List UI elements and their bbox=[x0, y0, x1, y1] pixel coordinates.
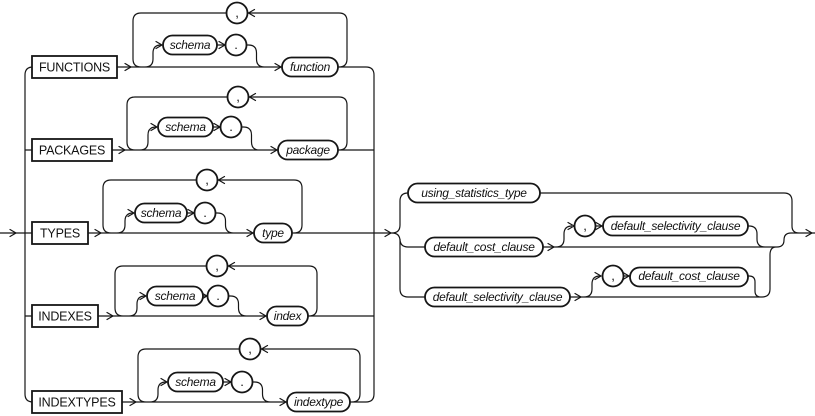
dot-separator-nodes: . . . . . bbox=[193, 33, 254, 394]
schema-label-1: schema bbox=[170, 38, 211, 52]
dot-node-4 bbox=[206, 284, 230, 308]
keyword-branch-indexes: INDEXES bbox=[31, 304, 99, 328]
keyword-box-indexes bbox=[31, 304, 99, 328]
comma-label-5: , bbox=[248, 341, 252, 356]
keyword-box-types bbox=[31, 221, 89, 245]
schema-node-4 bbox=[146, 285, 204, 307]
dot-label-1: . bbox=[234, 37, 238, 52]
comma-node-selectivity-row bbox=[601, 264, 625, 288]
object-label-function: function bbox=[290, 60, 331, 74]
object-node-type bbox=[253, 222, 293, 244]
keyword-label-packages: PACKAGES bbox=[39, 144, 105, 158]
keyword-branch-functions: FUNCTIONS bbox=[31, 55, 118, 79]
object-label-index: index bbox=[274, 309, 303, 323]
schema-label-4: schema bbox=[155, 289, 196, 303]
dot-node-5 bbox=[230, 370, 254, 394]
dot-node-2 bbox=[219, 115, 243, 139]
comma-separator-nodes: , , , , , , , bbox=[195, 1, 625, 361]
dot-label-4: . bbox=[216, 288, 220, 303]
schema-node-3 bbox=[134, 202, 188, 224]
connector-lines bbox=[0, 8, 815, 407]
object-node-index bbox=[266, 305, 309, 327]
comma-label-4: , bbox=[215, 258, 219, 273]
object-node-function bbox=[281, 56, 339, 78]
keyword-box-indextypes bbox=[31, 390, 123, 414]
keyword-label-indextypes: INDEXTYPES bbox=[38, 396, 115, 410]
object-node-indextype bbox=[286, 391, 351, 413]
comma-label-selectivity-row: , bbox=[611, 268, 615, 283]
schema-node-5 bbox=[167, 371, 224, 393]
comma-node-4 bbox=[205, 254, 229, 278]
keyword-label-functions: FUNCTIONS bbox=[39, 61, 110, 75]
keyword-label-indexes: INDEXES bbox=[38, 310, 91, 324]
clause-node-default-cost-main bbox=[424, 236, 544, 258]
comma-node-2 bbox=[226, 85, 250, 109]
schema-label-5: schema bbox=[175, 375, 216, 389]
schema-node-2 bbox=[157, 116, 214, 138]
clause-label-using-statistics-type: using_statistics_type bbox=[421, 186, 527, 200]
statistics-clause-nodes: using_statistics_type default_cost_claus… bbox=[407, 182, 749, 308]
object-node-package bbox=[277, 139, 339, 161]
comma-label-2: , bbox=[236, 89, 240, 104]
keyword-branch-types: TYPES bbox=[31, 221, 89, 245]
dot-node-1 bbox=[224, 33, 248, 57]
flow-arrowheads bbox=[9, 8, 814, 407]
comma-node-1 bbox=[225, 1, 249, 25]
object-label-package: package bbox=[285, 143, 330, 157]
clause-node-default-selectivity-optional bbox=[602, 215, 749, 237]
comma-label-3: , bbox=[205, 172, 209, 187]
comma-node-5 bbox=[238, 337, 262, 361]
keyword-box-functions bbox=[31, 55, 118, 79]
keyword-label-types: TYPES bbox=[40, 227, 80, 241]
clause-label-default-selectivity-optional: default_selectivity_clause bbox=[611, 219, 741, 233]
comma-node-3 bbox=[195, 168, 219, 192]
schema-label-2: schema bbox=[165, 120, 206, 134]
rail-and-branch-lines bbox=[0, 12, 815, 403]
comma-node-cost-row bbox=[573, 214, 597, 238]
schema-label-3: schema bbox=[141, 206, 182, 220]
dot-label-2: . bbox=[229, 119, 233, 134]
object-nodes: function package type index indextype bbox=[253, 56, 351, 413]
schema-node-1 bbox=[162, 34, 218, 56]
keyword-box-packages bbox=[31, 138, 113, 162]
clause-label-default-cost-optional: default_cost_clause bbox=[638, 269, 740, 283]
object-label-type: type bbox=[262, 226, 284, 240]
clause-label-default-selectivity-main: default_selectivity_clause bbox=[433, 290, 563, 304]
dot-label-5: . bbox=[240, 374, 244, 389]
keyword-branch-indextypes: INDEXTYPES bbox=[31, 390, 123, 414]
comma-label-1: , bbox=[235, 5, 239, 20]
clause-label-default-cost-main: default_cost_clause bbox=[433, 240, 535, 254]
clause-node-using-statistics-type bbox=[407, 182, 541, 204]
object-label-indextype: indextype bbox=[294, 395, 344, 409]
dot-node-3 bbox=[193, 201, 217, 225]
keyword-branch-packages: PACKAGES bbox=[31, 138, 113, 162]
schema-nodes: schema schema schema schema schema bbox=[134, 34, 224, 393]
clause-node-default-selectivity-main bbox=[424, 286, 571, 308]
dot-label-3: . bbox=[203, 205, 207, 220]
clause-node-default-cost-optional bbox=[629, 266, 749, 288]
comma-label-cost-row: , bbox=[583, 218, 587, 233]
